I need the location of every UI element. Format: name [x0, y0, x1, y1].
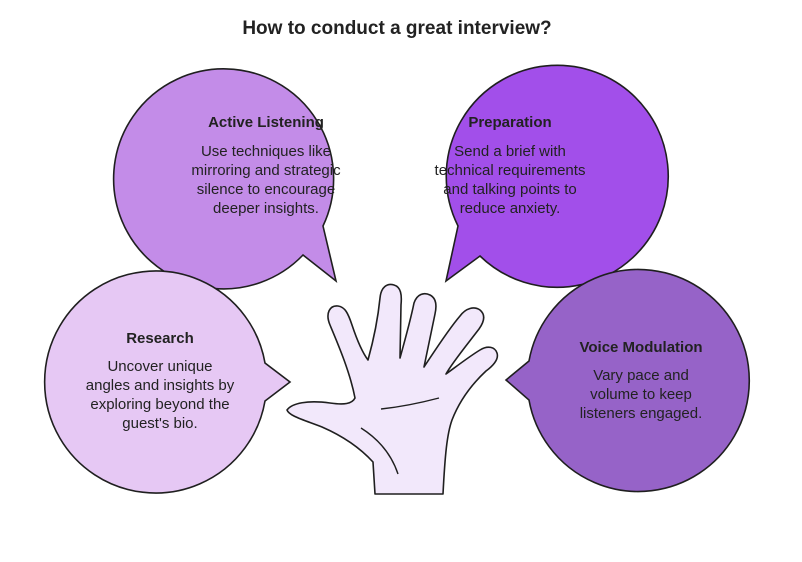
bubble-preparation: Preparation Send a brief with technical …: [435, 64, 670, 289]
bubble-research-line: angles and insights by: [86, 377, 235, 394]
bubble-research-shape: [43, 270, 292, 494]
bubble-preparation-line: Send a brief with: [454, 143, 566, 160]
bubble-research-line: exploring beyond the: [90, 396, 229, 413]
bubble-active-listening-line: mirroring and strategic: [191, 162, 341, 179]
palm-line: [380, 397, 440, 410]
bubble-voice-modulation-line: Vary pace and: [593, 367, 689, 384]
bubble-preparation-title: Preparation: [468, 114, 551, 131]
bubble-research-line: guest's bio.: [122, 415, 197, 432]
bubble-voice-modulation-line: listeners engaged.: [580, 405, 703, 422]
bubble-voice-modulation: Voice Modulation Vary pace and volume to…: [504, 268, 750, 493]
hand-shape: [286, 283, 499, 495]
bubble-voice-modulation-line: volume to keep: [590, 386, 692, 403]
bubble-research: Research Uncover unique angles and insig…: [43, 270, 292, 494]
bubble-preparation-line: technical requirements: [435, 162, 586, 179]
bubble-preparation-line: and talking points to: [443, 181, 576, 198]
page-title: How to conduct a great interview?: [242, 18, 551, 39]
palm-line: [360, 427, 399, 475]
hand-icon: [286, 283, 499, 495]
bubble-active-listening-line: silence to encourage: [197, 181, 335, 198]
bubble-voice-modulation-shape: [504, 268, 750, 493]
bubble-research-title: Research: [126, 330, 194, 347]
bubble-preparation-shape: [444, 64, 670, 289]
bubble-active-listening-title: Active Listening: [208, 114, 324, 131]
bubble-active-listening-line: Use techniques like: [201, 143, 331, 160]
bubble-active-listening: Active Listening Use techniques like mir…: [112, 68, 341, 290]
bubble-voice-modulation-title: Voice Modulation: [579, 339, 702, 356]
bubble-research-line: Uncover unique: [107, 358, 212, 375]
bubble-preparation-line: reduce anxiety.: [460, 200, 561, 217]
bubble-active-listening-line: deeper insights.: [213, 200, 319, 217]
